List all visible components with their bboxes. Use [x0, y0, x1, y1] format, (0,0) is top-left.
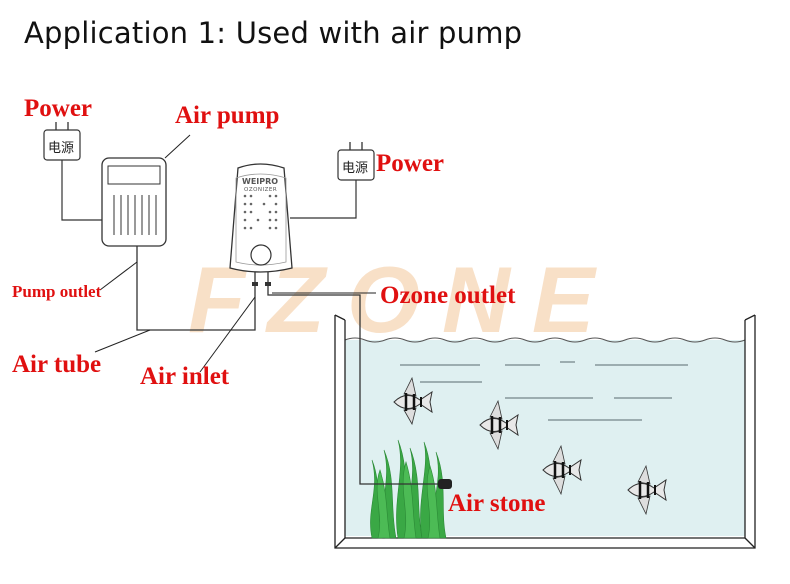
seaweed [370, 439, 447, 539]
plug-left-icon [43, 122, 81, 161]
angelfish-2 [479, 399, 519, 451]
device-brand: WEIPRO [242, 177, 279, 186]
air-tube-lines [136, 256, 440, 485]
page-title: Application 1: Used with air pump [24, 16, 523, 50]
leader-lines [94, 134, 376, 373]
power-wires [61, 160, 357, 221]
label-power-left: Power [24, 95, 93, 122]
aquarium-tank [334, 314, 756, 549]
label-air-inlet: Air inlet [140, 363, 230, 390]
label-air-stone: Air stone [448, 490, 546, 517]
label-power-right: Power [376, 150, 445, 177]
label-air-tube: Air tube [12, 351, 102, 378]
label-pump-outlet: Pump outlet [12, 282, 102, 301]
air-stone-icon [438, 479, 452, 489]
label-air-pump: Air pump [175, 102, 280, 129]
angelfish-1 [393, 376, 433, 426]
plug-right-label: 电源 [342, 161, 369, 176]
air-pump-icon [101, 157, 167, 256]
water-lines [400, 361, 688, 421]
angelfish-3 [542, 444, 582, 496]
plug-left-label: 电源 [48, 141, 75, 156]
plug-right-icon [337, 142, 375, 181]
label-ozone-outlet: Ozone outlet [380, 282, 516, 309]
water-surface [344, 337, 746, 343]
device-model: OZONIZER [244, 187, 278, 193]
ozonizer-device-icon [229, 163, 293, 286]
angelfish-group [393, 376, 667, 516]
angelfish-4 [627, 464, 667, 516]
